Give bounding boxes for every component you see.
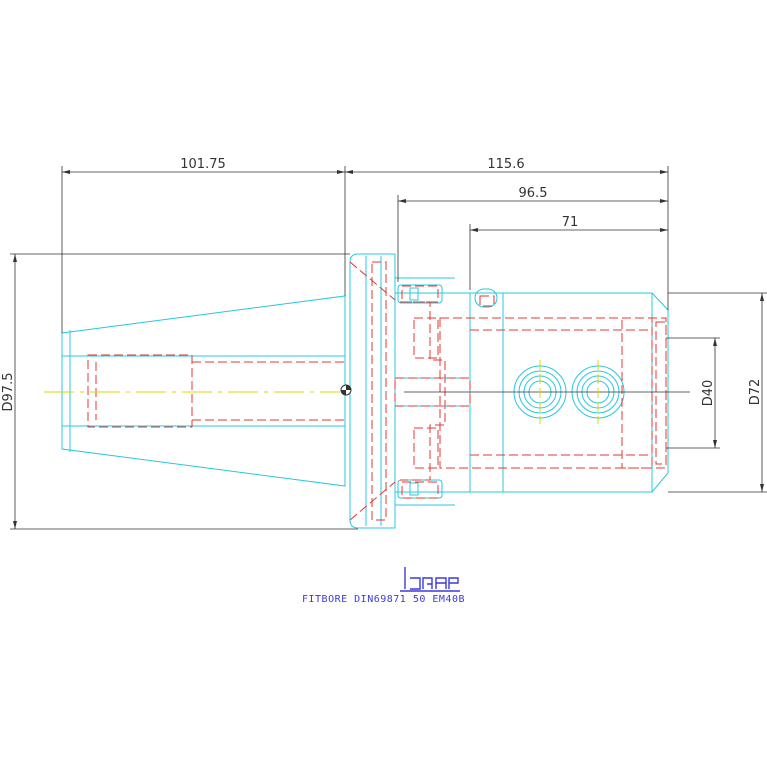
center-lines — [44, 360, 690, 424]
taper-shank-outline — [61, 295, 346, 487]
dim-bore-depth: 71 — [562, 215, 579, 230]
dim-body-diameter: D72 — [748, 379, 763, 406]
dim-flange-diameter: D97.5 — [1, 373, 16, 412]
gauge-point-symbol — [340, 384, 352, 396]
body-outline — [395, 292, 669, 493]
dimension-arrows — [13, 170, 764, 529]
dim-bore-diameter: D40 — [701, 380, 716, 407]
dimension-lines — [10, 166, 767, 530]
drawing-caption: FITBORE DIN69871 50 EM40B — [301, 594, 465, 605]
dim-body-length: 96.5 — [519, 186, 548, 201]
dim-overall-length: 115.6 — [487, 157, 524, 172]
brand-logo — [400, 567, 460, 592]
hidden-lines — [87, 261, 667, 521]
flange-outline — [349, 253, 396, 529]
dim-taper-length: 101.75 — [180, 157, 226, 172]
